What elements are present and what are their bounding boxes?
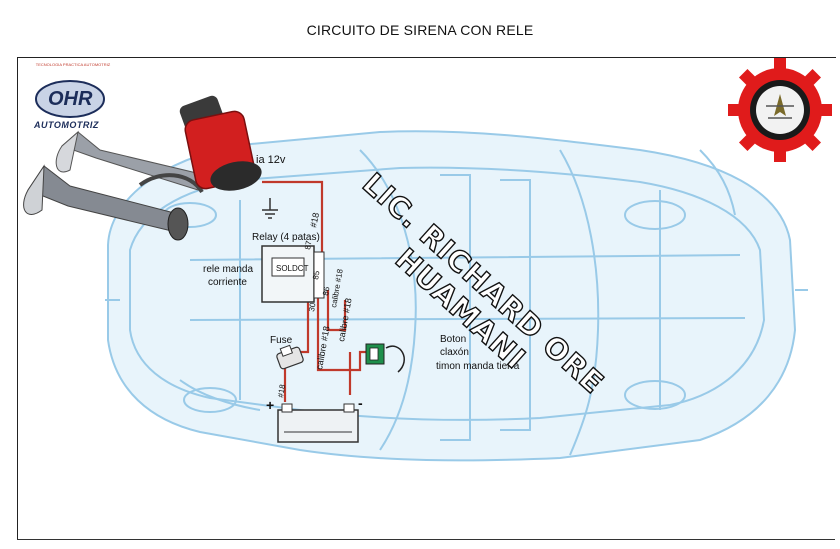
button-label-1: Boton bbox=[440, 334, 466, 345]
logo-left bbox=[24, 61, 120, 131]
car-outline bbox=[105, 130, 808, 462]
relay-side-label-1: rele manda bbox=[203, 264, 253, 275]
relay-code: SOLDCT bbox=[276, 264, 309, 273]
logo-brand-letters: OHR bbox=[48, 88, 93, 110]
gear-emblem-icon bbox=[728, 58, 832, 162]
button-label-2: claxón bbox=[440, 347, 469, 358]
relay-pins: 87 85 30 86 bbox=[303, 239, 332, 312]
battery-plus: + bbox=[266, 397, 274, 413]
page-title: CIRCUITO DE SIRENA CON RELE bbox=[306, 22, 534, 38]
pin-85: 85 bbox=[311, 269, 322, 280]
compressor-icon bbox=[179, 95, 262, 191]
horn-button-icon[interactable] bbox=[365, 343, 405, 373]
relay-side-label-2: corriente bbox=[208, 277, 247, 288]
pin-86: 86 bbox=[321, 285, 332, 296]
pin-87: 87 bbox=[303, 239, 314, 250]
battery-icon bbox=[277, 403, 359, 443]
pin-30: 30 bbox=[307, 301, 318, 312]
fuse-label: Fuse bbox=[270, 335, 293, 346]
logo-small-text: TECNOLOGIA PRACTICA AUTOMOTRIZ bbox=[35, 62, 111, 67]
relay-icon[interactable] bbox=[261, 245, 325, 303]
button-label-3: timon manda tierra bbox=[436, 361, 520, 372]
wire-label: #18 bbox=[308, 212, 321, 229]
supply-label: ia 12v bbox=[256, 154, 286, 166]
relay-title: Relay (4 patas) bbox=[252, 232, 320, 243]
fuse-icon[interactable] bbox=[276, 344, 304, 370]
logo-brand-text: AUTOMOTRIZ bbox=[34, 120, 99, 130]
battery-minus: - bbox=[358, 395, 363, 411]
air-horn-icon bbox=[23, 130, 206, 241]
ground-icon bbox=[262, 198, 278, 219]
diagram-frame bbox=[17, 57, 836, 540]
wire-label: #18 bbox=[276, 383, 287, 398]
frame-bottom-border bbox=[17, 539, 835, 540]
